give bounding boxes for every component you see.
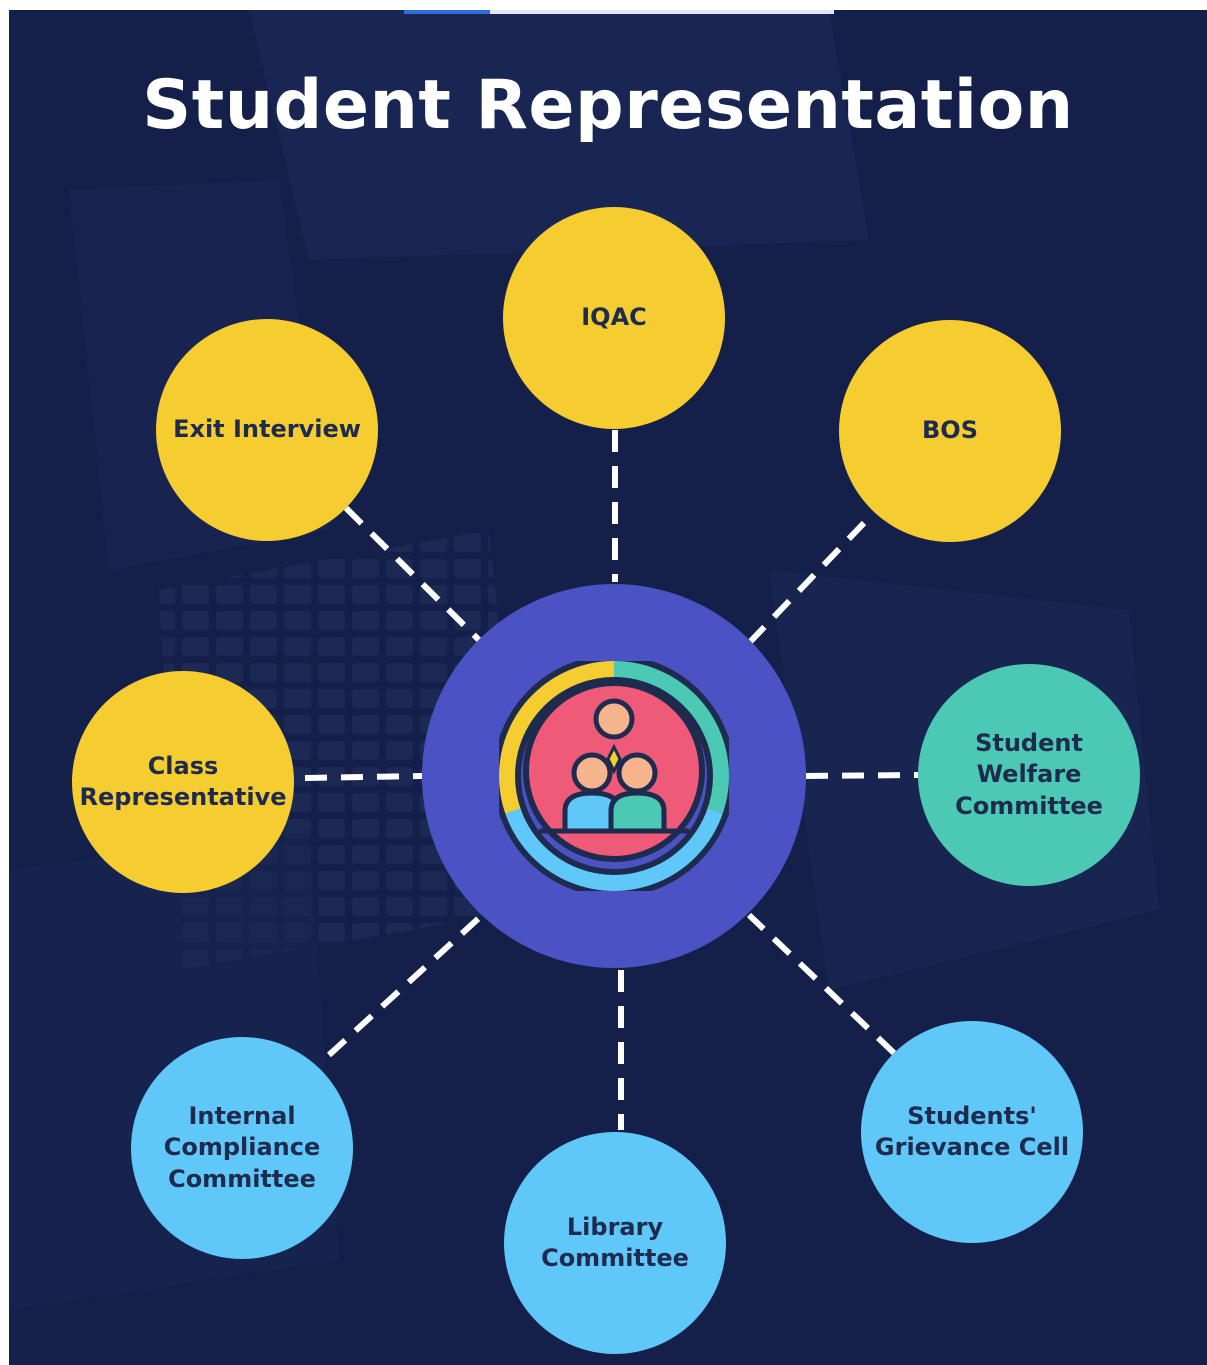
connector-line-student-welfare-committee	[805, 772, 922, 779]
student-group-icon	[499, 661, 729, 891]
node-label: BOS	[922, 416, 978, 445]
node-label: Library Committee	[541, 1212, 689, 1272]
node-library-committee: Library Committee	[504, 1132, 726, 1354]
hub-circle	[422, 584, 806, 968]
node-iqac: IQAC	[503, 207, 725, 429]
node-internal-compliance-committee: Internal Compliance Committee	[131, 1037, 353, 1259]
page-title: Student Representation	[142, 66, 1074, 145]
connector-line-bos	[746, 520, 867, 646]
poster: Student Representation IQAC	[9, 10, 1207, 1365]
node-bos: BOS	[839, 320, 1061, 542]
node-label: IQAC	[581, 303, 647, 332]
top-accent-strip	[404, 10, 834, 14]
node-class-representative: Class Representative	[72, 671, 294, 893]
connector-lines	[304, 430, 922, 1130]
node-label: Student Welfare Committee	[955, 729, 1103, 820]
node-label: Class Representative	[79, 751, 287, 811]
node-student-welfare-committee: Student Welfare Committee	[918, 664, 1140, 886]
node-students-grievance-cell: Students' Grievance Cell	[861, 1021, 1083, 1243]
node-label: Students' Grievance Cell	[874, 1101, 1070, 1161]
connector-line-class-representative	[304, 773, 423, 781]
node-label: Internal Compliance Committee	[163, 1102, 321, 1193]
connector-line-internal-compliance-committee	[326, 915, 482, 1058]
node-exit-interview: Exit Interview	[156, 319, 378, 541]
connector-line-exit-interview	[343, 505, 482, 643]
node-label: Exit Interview	[173, 415, 361, 444]
connector-line-students-grievance-cell	[746, 912, 897, 1056]
